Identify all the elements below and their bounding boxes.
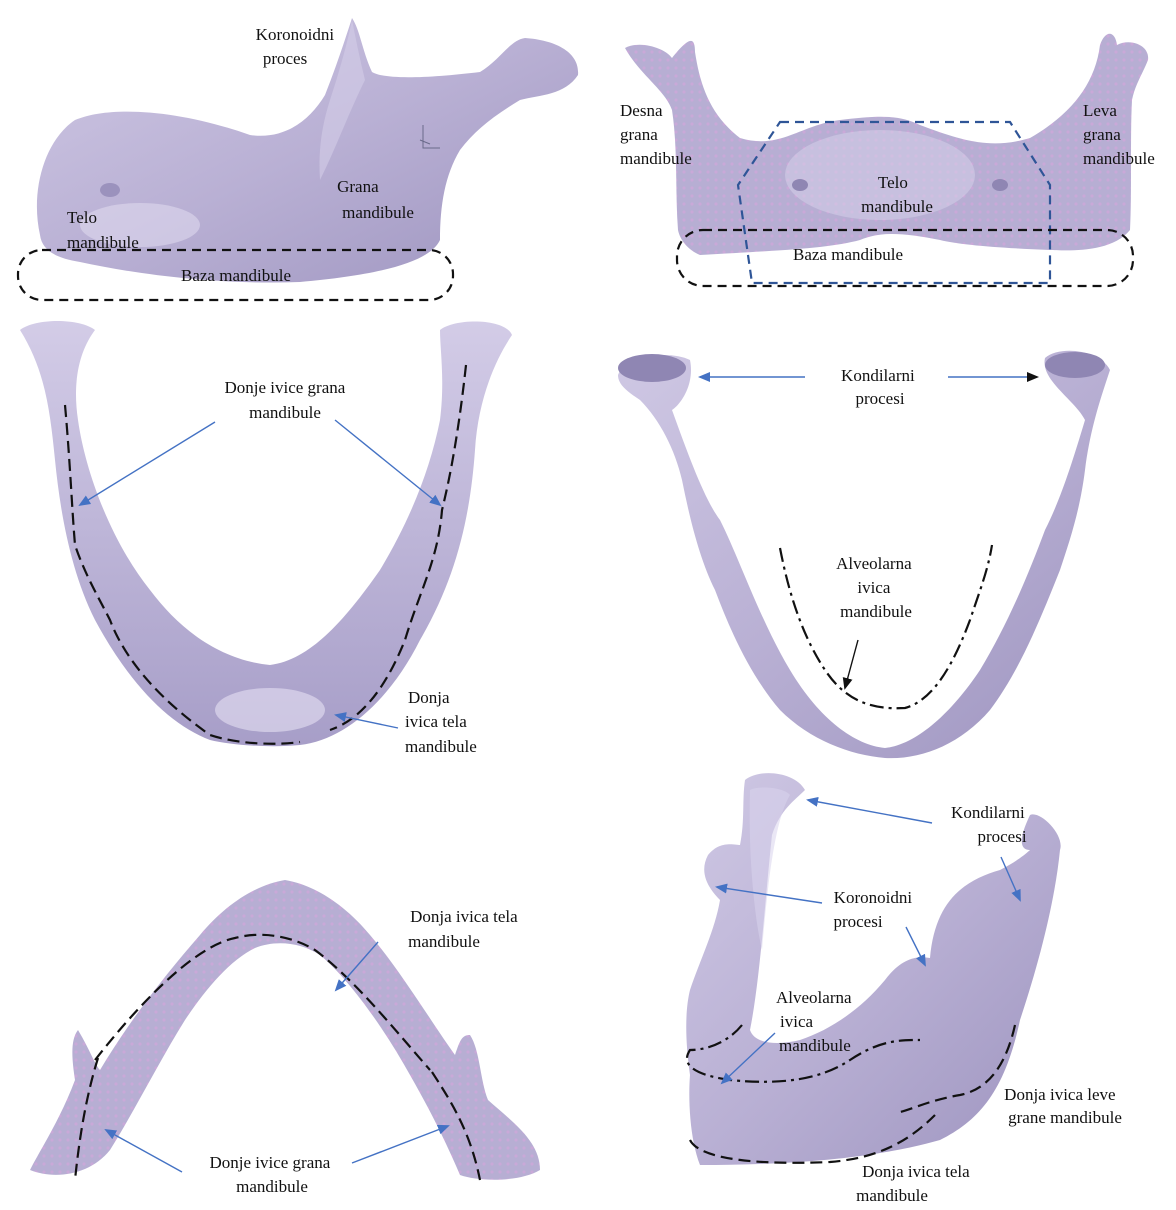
frontal-mental-foramen-right: [992, 179, 1008, 191]
label-donje-ivice-grana-mandibule-bottom: Donje ivice grana mandibule: [209, 1153, 334, 1196]
arrow-ramus-edge-left: [80, 422, 215, 505]
arrow-condyle-upper: [808, 800, 932, 823]
label-kondilarni-procesi-oblique: Kondilarni procesi: [951, 803, 1029, 846]
label-donja-ivica-tela-mandibule: Donja ivica tela mandibule: [405, 688, 477, 756]
label-leva-grana-mandibule: Leva grana mandibule: [1083, 101, 1155, 168]
superior-view-panel: Kondilarni procesi Alveolarna ivica mand…: [618, 351, 1110, 758]
label-baza-mandibule-frontal: Baza mandibule: [793, 245, 903, 264]
bottom-view-panel: Donja ivica tela mandibule Donje ivice g…: [30, 880, 540, 1196]
label-donja-ivica-tela-mandibule-bottom: Donja ivica tela mandibule: [408, 907, 522, 951]
label-donje-ivice-grana-mandibule: Donje ivice grana mandibule: [224, 378, 349, 422]
arrow-bottom-ramus-right: [352, 1126, 448, 1163]
lateral-view-panel: Koronoidni proces Grana mandibule Telo m…: [18, 18, 578, 300]
arrow-ramus-edge-right: [335, 420, 440, 505]
superior-condyle-left: [618, 354, 686, 382]
lateral-foramen: [100, 183, 120, 197]
label-kondilarni-procesi: Kondilarni procesi: [841, 366, 919, 408]
label-baza-mandibule: Baza mandibule: [181, 266, 291, 285]
arrow-alveolar: [845, 640, 858, 688]
superior-condyle-right: [1045, 352, 1105, 378]
arrow-bottom-ramus-left: [106, 1130, 182, 1172]
label-koronoidni-proces: Koronoidni proces: [256, 25, 339, 68]
frontal-view-panel: Desna grana mandibule Leva grana mandibu…: [620, 34, 1155, 286]
inferior-view-panel: Donje ivice grana mandibule Donja ivica …: [20, 321, 512, 756]
label-donja-ivica-tela-mandibule-oblique: Donja ivica tela mandibule: [856, 1162, 974, 1205]
label-donja-ivica-leve-grane-mandibule: Donja ivica leve grane mandibule: [1004, 1085, 1122, 1127]
inferior-chin-highlight: [215, 688, 325, 732]
frontal-mental-foramen-left: [792, 179, 808, 191]
oblique-view-panel: Kondilarni procesi Koronoidni procesi Al…: [686, 773, 1122, 1205]
label-alveolarna-ivica-mandibule: Alveolarna ivica mandibule: [836, 554, 916, 621]
label-koronoidni-procesi: Koronoidni procesi: [833, 888, 916, 931]
